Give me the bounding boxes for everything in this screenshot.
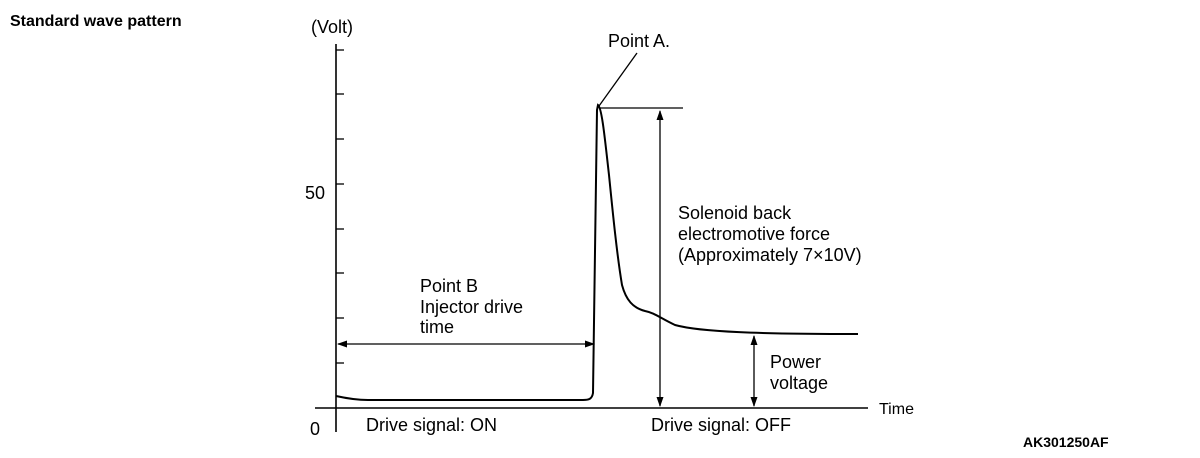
y-axis-unit: (Volt) — [311, 17, 354, 37]
power-voltage-label-line1: Power — [770, 352, 822, 372]
back-emf-label-line2: electromotive force — [678, 224, 831, 244]
power-voltage-label-line2: voltage — [770, 373, 829, 393]
x-axis-label: Time — [879, 401, 914, 418]
point-b-label: Point B — [420, 276, 479, 296]
injector-drive-label: Injector drive — [420, 297, 524, 317]
y-axis-ticks — [336, 49, 344, 364]
point-a-label: Point A. — [608, 31, 671, 51]
page-title: Standard wave pattern — [10, 13, 182, 30]
origin-label: 0 — [310, 419, 321, 439]
point-a-leader — [598, 52, 638, 107]
y-tick-label-50: 50 — [305, 183, 326, 203]
injector-waveform — [335, 103, 859, 401]
time-label: time — [420, 317, 455, 337]
figure-code: AK301250AF — [1023, 434, 1109, 450]
drive-signal-off-label: Drive signal: OFF — [651, 415, 792, 435]
drive-signal-on-label: Drive signal: ON — [366, 415, 498, 435]
back-emf-label-line3: (Approximately 7×10V) — [678, 245, 862, 265]
back-emf-label-line1: Solenoid back — [678, 203, 792, 223]
